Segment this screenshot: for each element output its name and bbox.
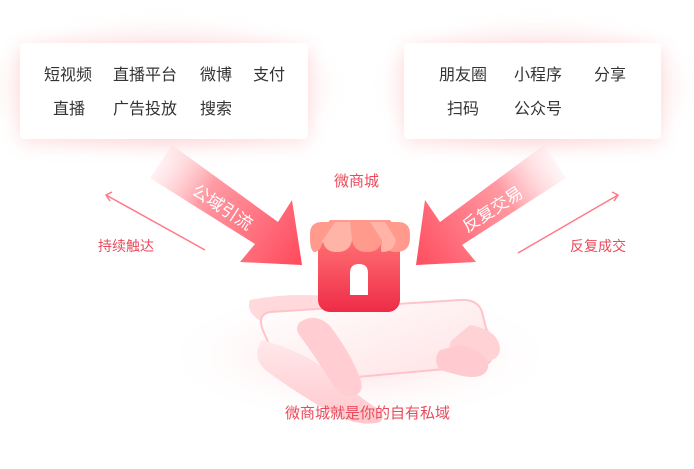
- channel-live-platform: 直播平台: [113, 65, 178, 84]
- channel-live: 直播: [53, 99, 86, 118]
- channel-moments: 朋友圈: [439, 65, 488, 84]
- channel-official-account: 公众号: [514, 99, 563, 118]
- public-traffic-arrow: [150, 145, 302, 265]
- channel-short-video: 短视频: [44, 65, 93, 84]
- channel-ads: 广告投放: [113, 99, 178, 118]
- repeat-trade-arrow: [416, 145, 566, 265]
- channel-scan: 扫码: [447, 99, 480, 118]
- channel-weibo: 微博: [200, 65, 233, 84]
- private-channels-card: 朋友圈 小程序 分享 扫码 公众号: [404, 43, 661, 139]
- hand-phone-illustration: [248, 295, 500, 424]
- left-side-label: 持续触达: [98, 239, 154, 255]
- channel-share: 分享: [594, 65, 627, 84]
- channel-search: 搜索: [200, 99, 233, 118]
- reach-thin-arrow: [104, 191, 206, 251]
- public-channels-card: 短视频 直播平台 微博 支付 直播 广告投放 搜索: [20, 43, 308, 139]
- center-title: 微商城: [334, 172, 380, 190]
- deal-thin-arrow: [517, 191, 620, 254]
- bottom-caption: 微商城就是你的自有私域: [285, 404, 451, 422]
- channel-mini-program: 小程序: [514, 65, 563, 84]
- shop-icon: [310, 220, 410, 312]
- right-side-label: 反复成交: [570, 239, 626, 255]
- channel-payment: 支付: [253, 65, 286, 84]
